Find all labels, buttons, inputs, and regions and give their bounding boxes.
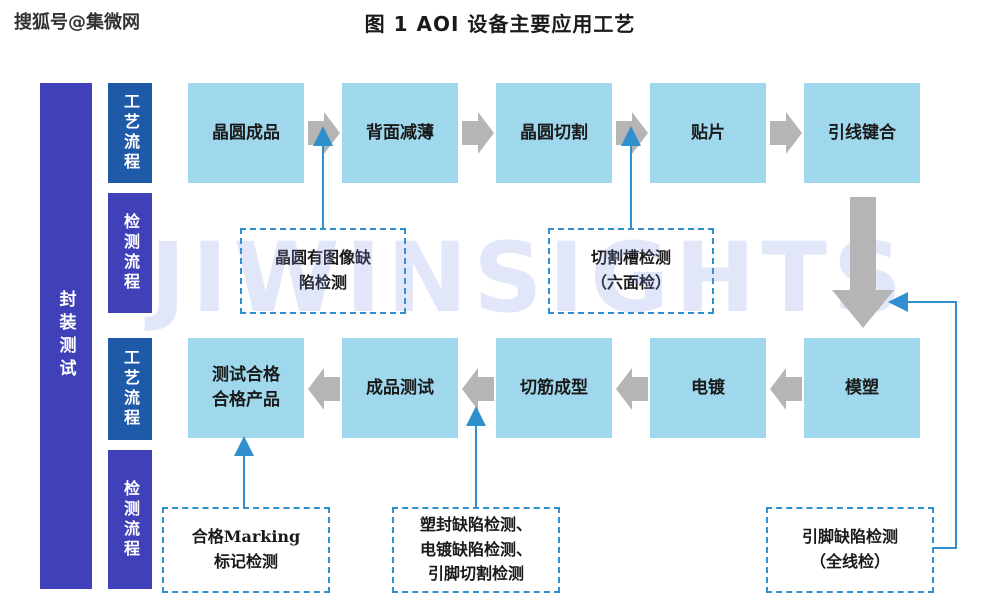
inspect-wafer-image-defect: 晶圆有图像缺 陷检测	[240, 228, 406, 314]
arrow-right-4	[770, 112, 802, 154]
inspect-arrow-lead	[888, 292, 957, 549]
inspect-molding-plating-lead: 塑封缺陷检测、 电镀缺陷检测、 引脚切割检测	[392, 507, 560, 593]
watermark-source: 搜狐号@集微网	[14, 12, 140, 33]
process-die-attach: 贴片	[650, 83, 766, 183]
row-label-inspect-bottom-text: 检测流程	[121, 479, 140, 560]
row-label-craft-top-text: 工艺流程	[121, 93, 140, 173]
process-molding: 模塑	[804, 338, 920, 438]
process-wire-bonding: 引线键合	[804, 83, 920, 183]
arrow-left-3	[462, 368, 494, 410]
figure-title: 图 1 AOI 设备主要应用工艺	[364, 12, 636, 36]
arrow-right-2	[462, 112, 494, 154]
row-label-inspect-top: 检测流程	[108, 193, 152, 313]
process-wafer-dicing: 晶圆切割	[496, 83, 612, 183]
inspect-marking: 合格Marking 标记检测	[162, 507, 330, 593]
process-wafer-product: 晶圆成品	[188, 83, 304, 183]
arrow-left-2	[616, 368, 648, 410]
left-category-bar: 封装测试	[40, 83, 92, 589]
arrow-down-big	[832, 197, 894, 328]
process-back-thinning: 背面减薄	[342, 83, 458, 183]
row-label-craft-top: 工艺流程	[108, 83, 152, 183]
arrow-left-1	[770, 368, 802, 410]
process-qualified-product: 测试合格 合格产品	[188, 338, 304, 438]
row-label-inspect-top-text: 检测流程	[121, 213, 140, 293]
row-label-inspect-bottom: 检测流程	[108, 450, 152, 589]
arrow-left-4	[308, 368, 340, 410]
process-trim-form: 切筋成型	[496, 338, 612, 438]
process-final-test: 成品测试	[342, 338, 458, 438]
row-label-craft-bottom: 工艺流程	[108, 338, 152, 440]
left-category-label: 封装测试	[55, 290, 76, 382]
row-label-craft-bottom-text: 工艺流程	[121, 349, 140, 429]
inspect-dicing-groove: 切割槽检测 （六面检）	[548, 228, 714, 314]
inspect-lead-defect: 引脚缺陷检测 （全线检）	[766, 507, 934, 593]
process-plating: 电镀	[650, 338, 766, 438]
